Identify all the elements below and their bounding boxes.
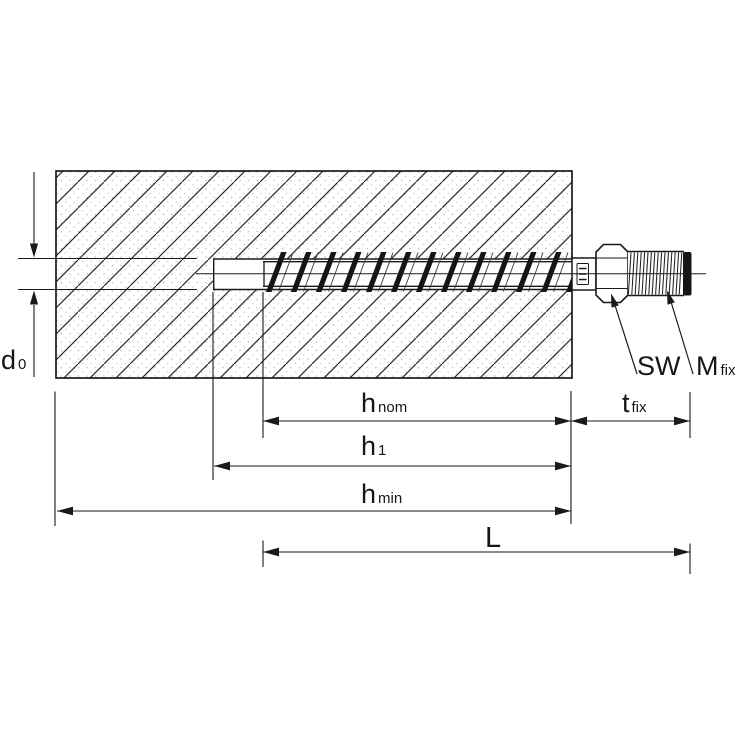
thread-crests [266, 252, 572, 292]
screw-embedded-thread [263, 252, 572, 292]
label-h1-main: h [361, 431, 377, 461]
label-h-min-sub: min [378, 490, 403, 507]
label-t-fix-sub: fix [631, 399, 647, 416]
label-SW: SW [637, 353, 681, 380]
dimension-t-fix [571, 416, 690, 426]
label-M-fix-main: M [696, 351, 719, 381]
label-L: L [485, 524, 501, 553]
label-h-nom-main: h [361, 388, 377, 418]
label-d0-sub: 0 [18, 356, 27, 373]
dimension-L [263, 547, 690, 557]
leader-SW [611, 293, 638, 375]
thread-helix-lines [278, 252, 569, 292]
label-M-fix-sub: fix [720, 362, 736, 379]
dimension-d0 [18, 172, 197, 377]
label-d0-main: d [1, 345, 17, 375]
label-h1-sub: 1 [378, 442, 387, 459]
label-SW-main: SW [637, 351, 681, 381]
label-t-fix-main: t [622, 388, 630, 418]
label-h-min-main: h [361, 479, 377, 509]
dimension-h-min [57, 506, 571, 516]
leader-M-fix [667, 290, 694, 375]
label-h-nom-sub: nom [378, 399, 408, 416]
extension-lines [54, 292, 691, 574]
label-L-main: L [485, 522, 502, 554]
dimension-h1 [214, 461, 571, 471]
dimension-h-nom [263, 416, 571, 426]
